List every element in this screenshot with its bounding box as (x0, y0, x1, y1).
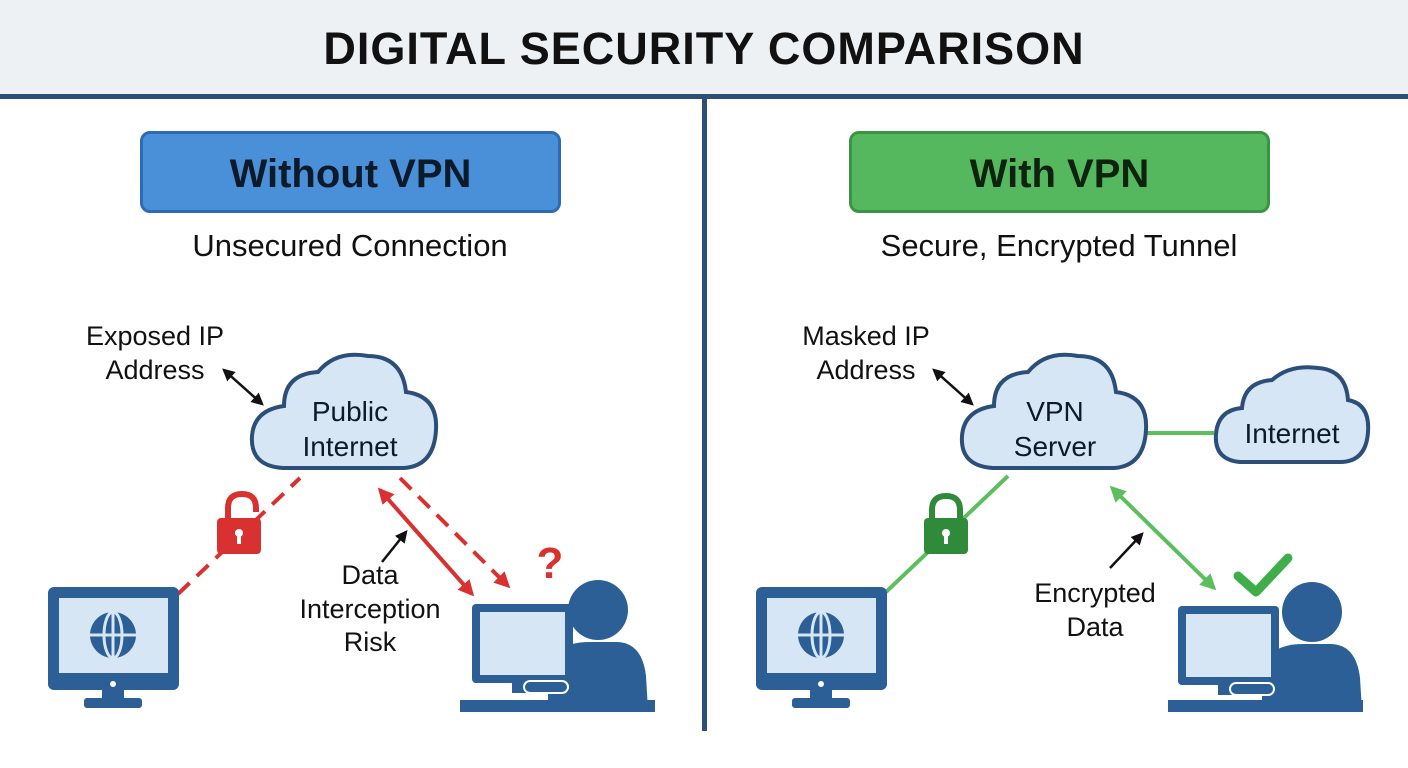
header-bar (0, 0, 1408, 94)
vpn-server-cloud: VPN Server (959, 352, 1149, 470)
locked-padlock-icon (924, 492, 968, 554)
user-at-computer-icon (1168, 582, 1363, 712)
interception-arrow (377, 487, 475, 597)
cloud-label-line2: Internet (303, 431, 398, 462)
masked-ip-label-line2: Address (816, 355, 915, 385)
internet-label: Internet (1245, 418, 1340, 449)
risk-label-line2: Interception (299, 594, 440, 624)
with-vpn-badge: With VPN (849, 131, 1270, 213)
risk-pointer-arrow (381, 530, 408, 563)
encrypted-data-label-line1: Encrypted (1034, 578, 1156, 608)
header-rule (0, 94, 1408, 99)
exposed-ip-label-line1: Exposed IP (86, 321, 224, 351)
risk-label-line3: Risk (344, 627, 397, 657)
exposed-ip-label-line2: Address (105, 355, 204, 385)
user-at-computer-icon (460, 580, 655, 712)
exposed-ip-arrow (222, 368, 264, 406)
unlocked-padlock-icon (217, 490, 261, 554)
page-title: DIGITAL SECURITY COMPARISON (323, 23, 1085, 74)
internet-cloud: Internet (1213, 365, 1371, 464)
checkmark-icon (1233, 553, 1293, 597)
center-divider (702, 99, 707, 731)
cloud-label-line1: Public (312, 396, 388, 427)
encrypted-pointer-arrow (1109, 532, 1144, 569)
masked-ip-label-line1: Masked IP (802, 321, 930, 351)
globe-monitor-icon (48, 587, 179, 708)
public-internet-cloud: Public Internet (249, 352, 439, 470)
encrypted-data-arrow (1109, 485, 1217, 591)
vpn-server-label-line2: Server (1014, 431, 1096, 462)
question-mark-icon: ? (537, 539, 564, 588)
without-vpn-badge: Without VPN (140, 131, 561, 213)
encrypted-data-label-line2: Data (1066, 612, 1124, 642)
masked-ip-arrow (932, 368, 974, 406)
with-vpn-subtitle: Secure, Encrypted Tunnel (880, 228, 1238, 263)
vpn-server-label-line1: VPN (1026, 396, 1084, 427)
risk-label-line1: Data (341, 560, 399, 590)
globe-monitor-icon (756, 587, 887, 708)
without-vpn-subtitle: Unsecured Connection (192, 228, 508, 263)
